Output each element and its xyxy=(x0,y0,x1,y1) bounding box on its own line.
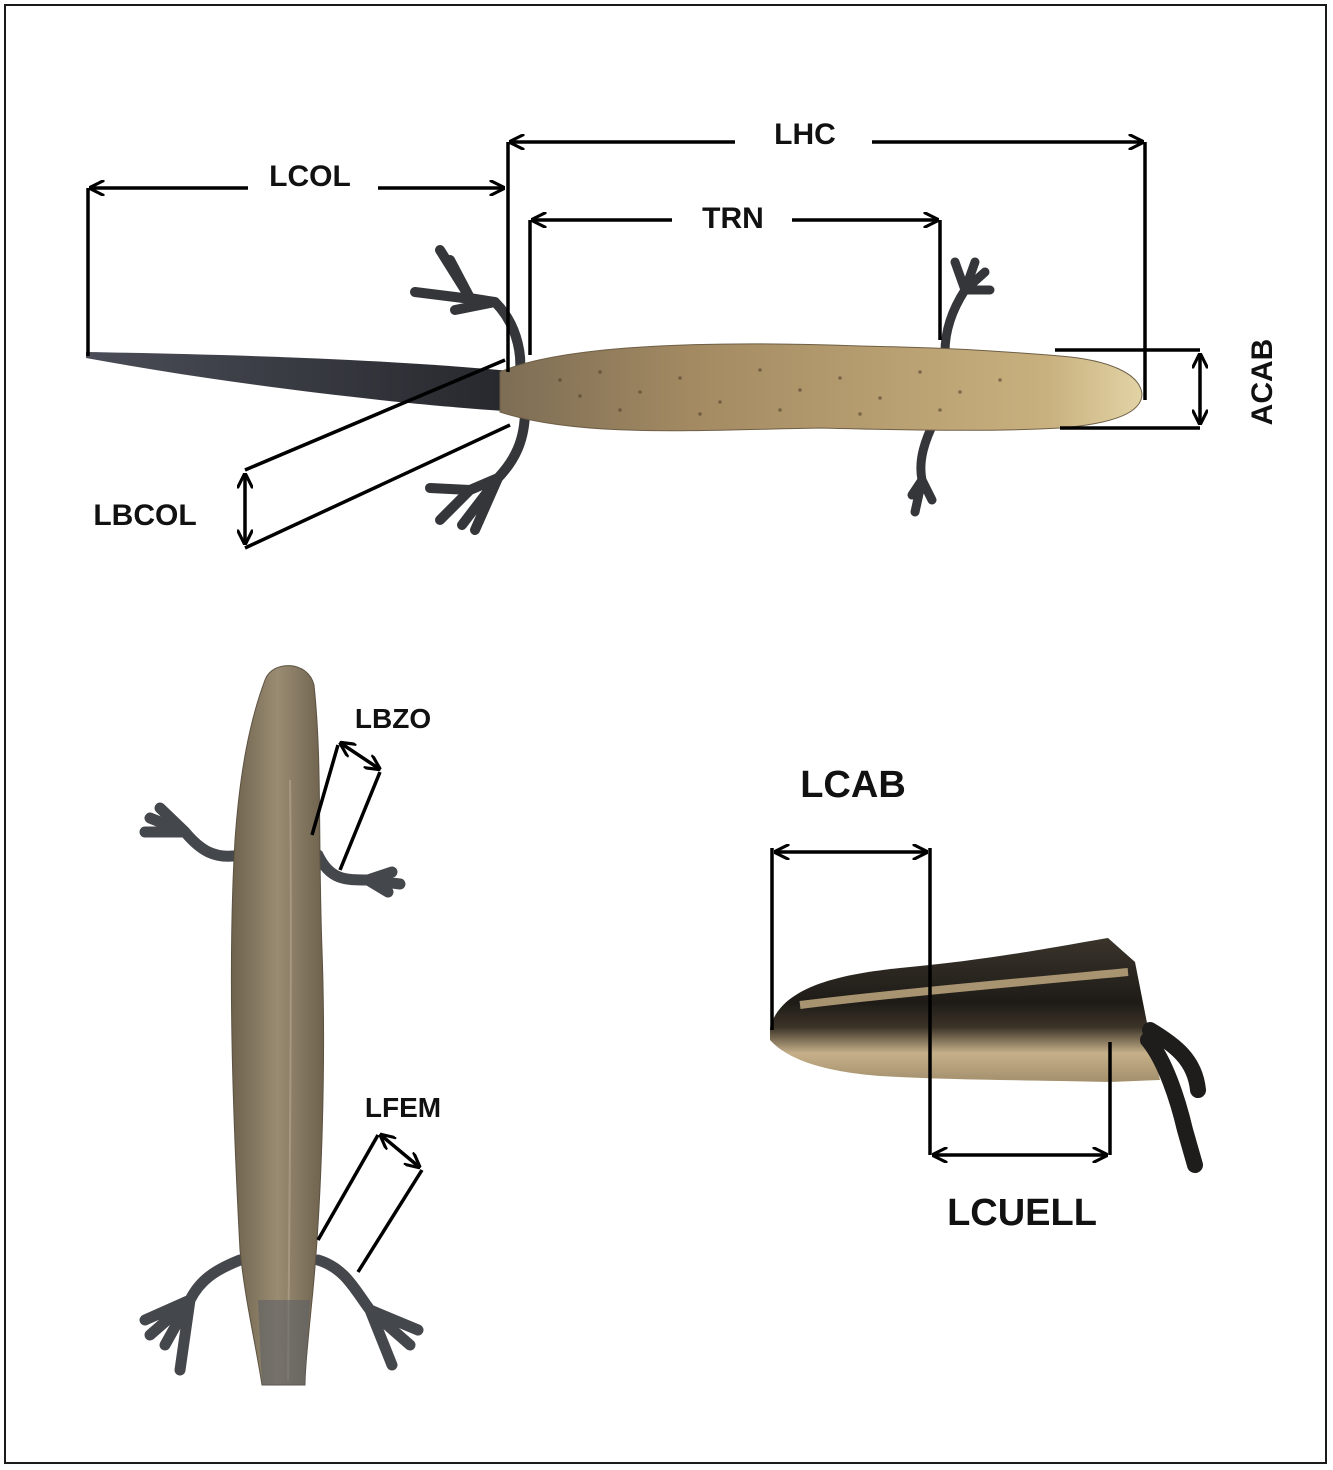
ventral-measure-lines xyxy=(88,142,1200,548)
label-acab: ACAB xyxy=(1246,339,1279,426)
fore-limb-lower xyxy=(912,420,935,512)
label-lbcol: LBCOL xyxy=(93,499,196,532)
label-lcab: LCAB xyxy=(800,764,906,806)
label-lhc: LHC xyxy=(774,118,836,151)
tail-base xyxy=(258,1300,310,1385)
label-lcuell: LCUELL xyxy=(947,1192,1097,1234)
dorsal-body xyxy=(231,666,323,1385)
hind-limb-lower xyxy=(430,410,525,530)
fore-limb-upper xyxy=(945,262,990,352)
label-lfem: LFEM xyxy=(365,1092,441,1123)
lizard-head-lateral-view: LCAB LCUELL xyxy=(770,764,1198,1234)
lizard-dorsal-view: LBZO LFEM xyxy=(145,666,441,1385)
label-lbzo: LBZO xyxy=(355,703,431,734)
label-trn: TRN xyxy=(702,202,764,235)
dorsal-measure-lines xyxy=(312,744,422,1272)
lizard-body xyxy=(500,344,1142,431)
lizard-ventral-view: LHC LCOL TRN ACAB LBCOL xyxy=(86,118,1279,548)
label-lcol: LCOL xyxy=(269,160,351,193)
hind-limb-upper xyxy=(415,250,520,372)
head-lateral-limb xyxy=(1148,1030,1198,1165)
head-lateral xyxy=(770,938,1160,1082)
